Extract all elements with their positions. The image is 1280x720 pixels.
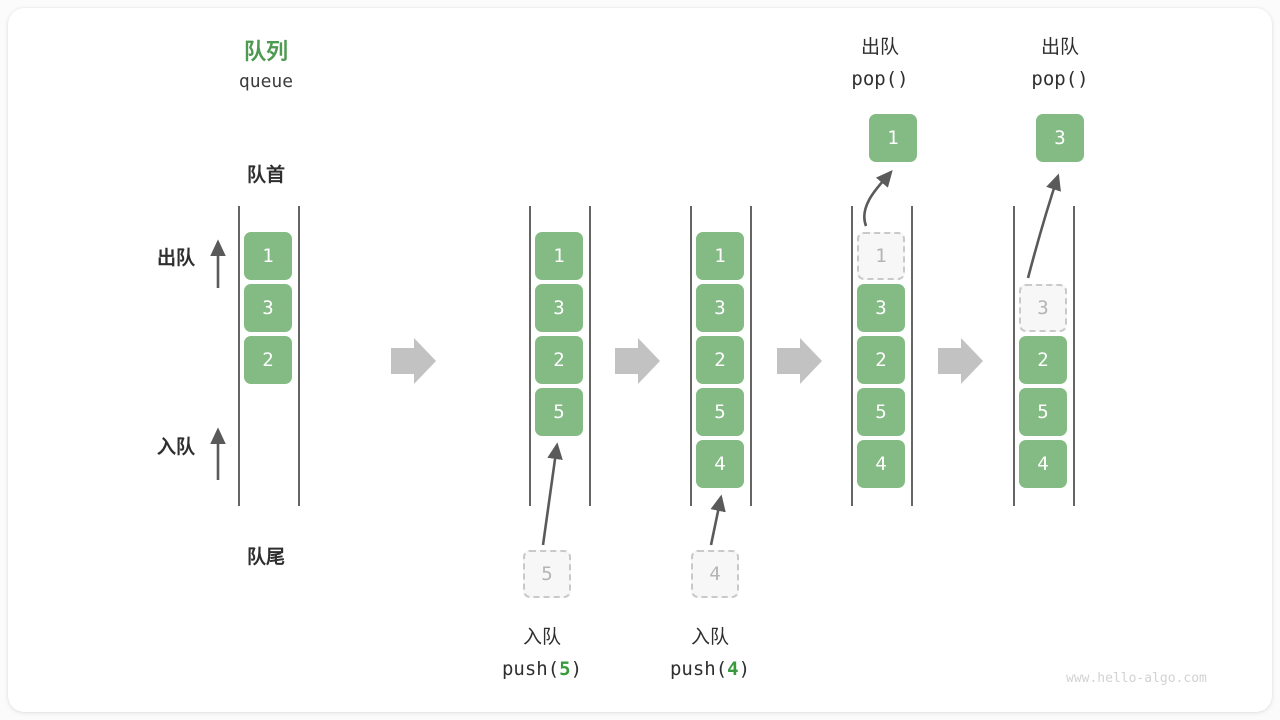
queue-cell: 3	[244, 284, 292, 332]
queue-title-cn: 队列	[243, 39, 288, 64]
push4-code-value: 4	[727, 658, 739, 680]
push4-code-suffix: )	[738, 658, 751, 680]
diagram-card	[8, 8, 1272, 712]
incoming-ghost-cell: 4	[691, 550, 739, 598]
queue-cell: 3	[696, 284, 744, 332]
queue-cell: 4	[857, 440, 905, 488]
queue-cell: 5	[857, 388, 905, 436]
queue-cell: 5	[1019, 388, 1067, 436]
queue-cell: 2	[535, 336, 583, 384]
push4-code-prefix: push(	[669, 658, 728, 680]
queue-cell: 3	[535, 284, 583, 332]
queue-rail-right-initial	[298, 206, 300, 506]
queue-cell: 4	[1019, 440, 1067, 488]
pop3-header-code: pop()	[1031, 68, 1089, 90]
rear-label: 队尾	[246, 547, 285, 568]
queue-cell: 2	[1019, 336, 1067, 384]
push5-code-prefix: push(	[501, 658, 560, 680]
queue-rail-left-initial	[238, 206, 240, 506]
queue-cell: 2	[857, 336, 905, 384]
push5-code-value: 5	[559, 658, 571, 680]
queue-rail-left-pop1	[851, 206, 853, 506]
push4-caption-code: push(4)	[630, 658, 790, 680]
push5-caption-cn: 入队	[522, 627, 561, 648]
queue-rail-left-pop3	[1013, 206, 1015, 506]
queue-cell: 2	[696, 336, 744, 384]
popped-cell: 3	[1036, 114, 1084, 162]
queue-title-en: queue	[238, 71, 294, 92]
queue-cell: 2	[244, 336, 292, 384]
popped-cell: 1	[869, 114, 917, 162]
queue-cell: 5	[696, 388, 744, 436]
queue-rail-right-pop1	[911, 206, 913, 506]
queue-cell: 1	[857, 232, 905, 280]
queue-rail-right-push4	[750, 206, 752, 506]
queue-cell: 3	[1019, 284, 1067, 332]
front-label: 队首	[246, 165, 285, 186]
queue-rail-right-push5	[589, 206, 591, 506]
queue-rail-left-push5	[529, 206, 531, 506]
pop1-header-code: pop()	[851, 68, 909, 90]
queue-cell: 1	[696, 232, 744, 280]
queue-cell: 5	[535, 388, 583, 436]
incoming-ghost-cell: 5	[523, 550, 571, 598]
pop1-header-cn: 出队	[860, 37, 899, 58]
watermark: www.hello-algo.com	[1066, 671, 1207, 686]
dequeue-side-label: 出队	[156, 248, 195, 269]
queue-rail-left-push4	[690, 206, 692, 506]
push4-caption-cn: 入队	[690, 627, 729, 648]
queue-rail-right-pop3	[1073, 206, 1075, 506]
pop3-header-cn: 出队	[1040, 37, 1079, 58]
queue-cell: 3	[857, 284, 905, 332]
queue-cell: 1	[244, 232, 292, 280]
queue-cell: 1	[535, 232, 583, 280]
queue-cell: 4	[696, 440, 744, 488]
push5-caption-code: push(5)	[462, 658, 622, 680]
push5-code-suffix: )	[570, 658, 583, 680]
enqueue-side-label: 入队	[156, 437, 195, 458]
